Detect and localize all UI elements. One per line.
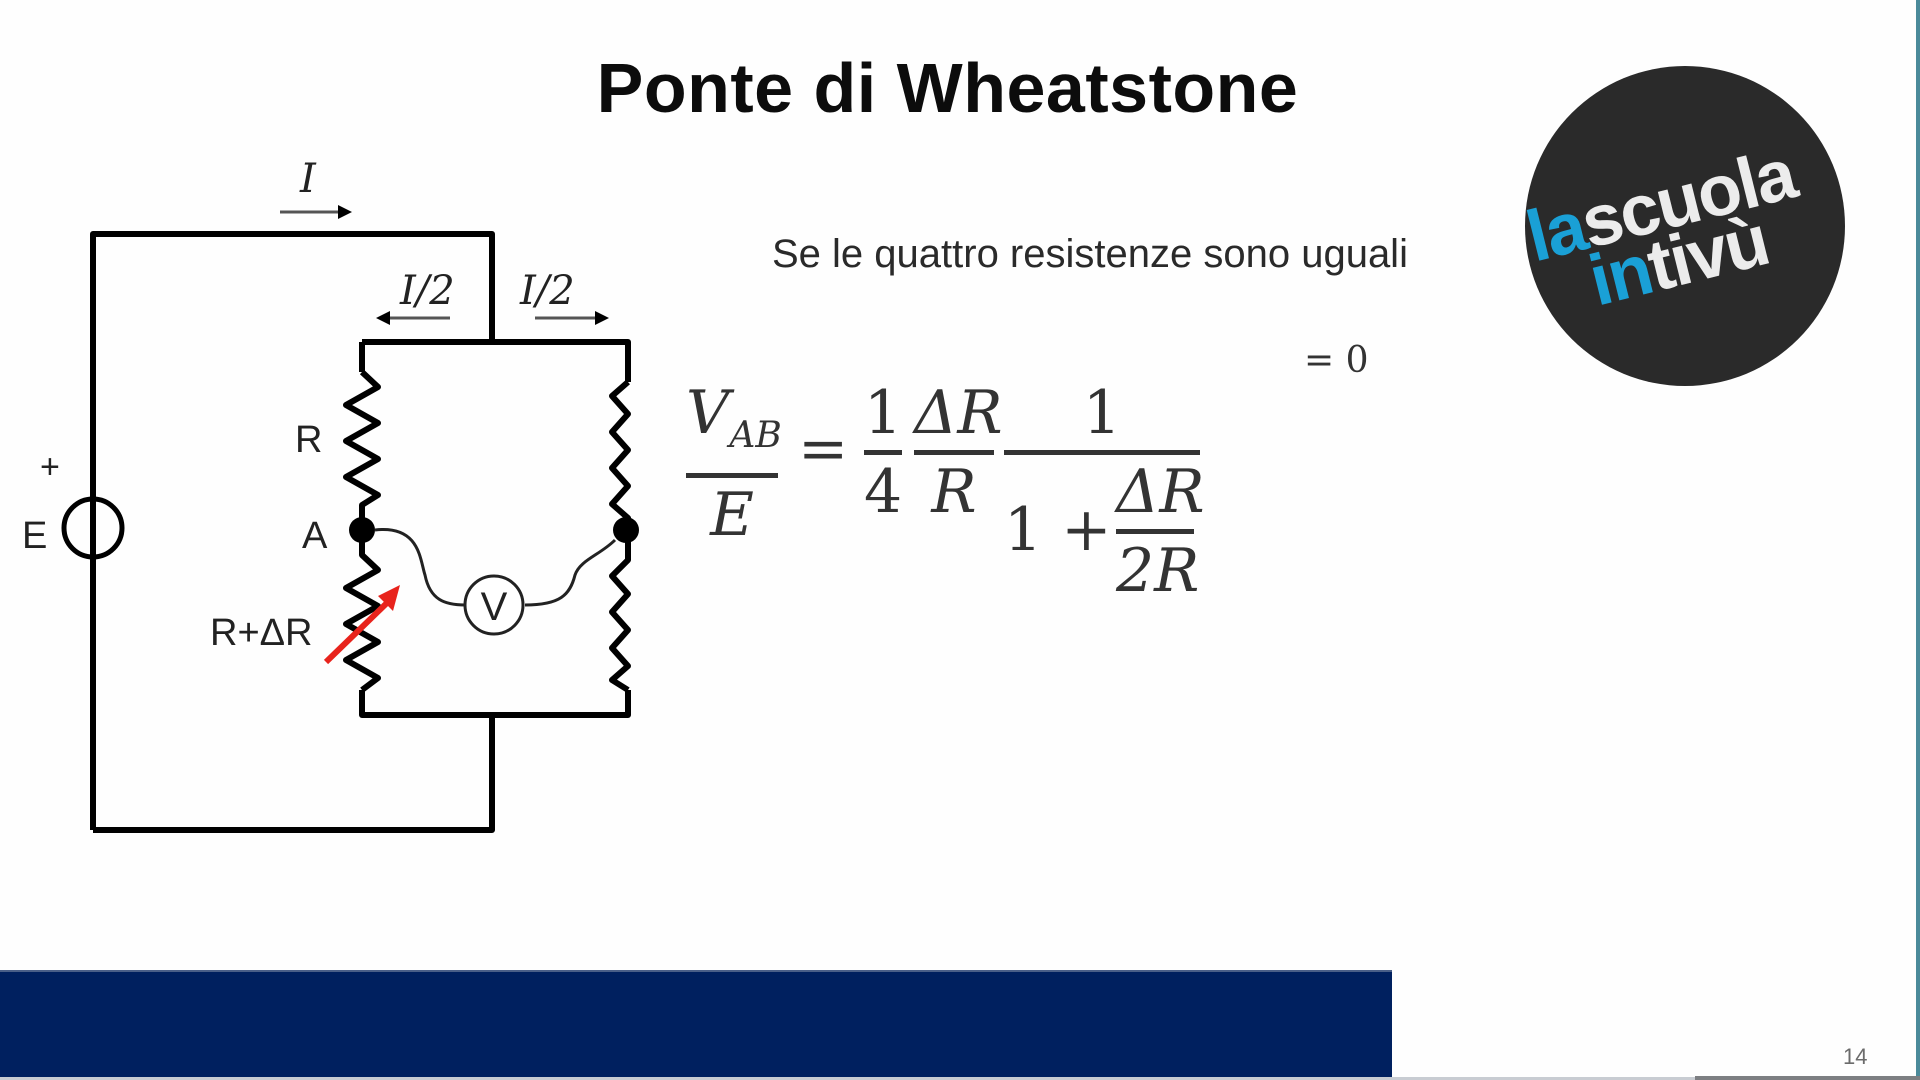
voltage-source-icon (61, 496, 125, 560)
current-arrow-icon (338, 205, 352, 219)
svg-text:+: + (40, 448, 60, 486)
resistor-label-r: R (295, 419, 322, 461)
footer-bar (0, 970, 1392, 1080)
bottom-border (0, 1077, 1920, 1080)
fraction-vab-over-e: VAB E (686, 378, 782, 550)
wire-top (90, 231, 495, 830)
resistor-r-top-left (343, 369, 381, 530)
current-label-left: I/2 (399, 268, 455, 314)
wire-bottom (93, 715, 495, 833)
svg-text:V: V (481, 585, 508, 629)
fraction-delta-r-over-r: ΔR R (914, 378, 1003, 527)
node-a (349, 517, 375, 543)
window-border (1916, 0, 1920, 1080)
variable-arrow-icon (323, 597, 393, 665)
condition-text: Se le quattro resistenze sono uguali (772, 232, 1408, 276)
voltmeter-icon (463, 574, 525, 636)
current-label-total: I (299, 156, 317, 202)
current-label-right: I/2 (519, 268, 575, 314)
equals-zero: = 0 (1304, 340, 1369, 381)
source-label: E (22, 515, 47, 557)
node-label-a: A (302, 515, 328, 557)
fraction-correction-term: 1 1 + ΔR 2R (1004, 378, 1205, 606)
slide-title: Ponte di Wheatstone (596, 49, 1299, 127)
page-number: 14 (1843, 1044, 1868, 1069)
wheatstone-bridge-circuit: V I I/2 I/2 + E R A R+ΔR (22, 156, 639, 833)
fraction-one-quarter: 1 4 (864, 378, 903, 527)
lascuolaintivu-logo: lascuola intivù (1525, 66, 1845, 386)
node-b (613, 517, 639, 543)
bridge-output-formula: VAB E = 1 4 ΔR R 1 1 + ΔR 2R (686, 378, 1205, 606)
resistor-label-r-delta: R+ΔR (210, 612, 312, 654)
scrollbar-hint (1695, 1076, 1920, 1080)
